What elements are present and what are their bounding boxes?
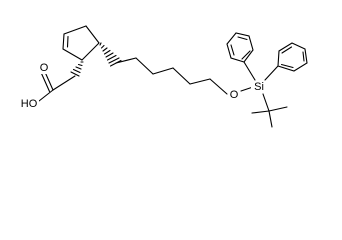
chain-bond [172, 67, 191, 85]
carbonyl-bond-second [40, 72, 51, 93]
ether-oxygen-label: O [230, 89, 239, 101]
ring-bond [85, 25, 100, 44]
chain-bond [189, 78, 211, 85]
stereo-hash-left [70, 61, 84, 77]
si-quaternary-carbon-bond [262, 93, 270, 112]
silyl-ether-group: O Si [228, 80, 267, 101]
hydroxyl-label: HO [21, 98, 38, 110]
ch2-bond [52, 75, 76, 91]
aromatic-inner-bond [281, 46, 293, 54]
hexyl-chain [115, 57, 228, 95]
hash-line [108, 57, 120, 64]
hash-line [103, 49, 111, 55]
molecule-drawing: O HO O S [19, 25, 308, 128]
tert-butyl-group [251, 93, 288, 128]
si-phenyl-bond [243, 61, 256, 81]
hash-line [100, 44, 105, 49]
carboxyl-c-oh-bond [38, 89, 54, 102]
hash-line [105, 52, 114, 58]
phenyl-hexagon [277, 42, 308, 72]
aromatic-inner-bond [302, 51, 305, 62]
phenyl-ring-right [264, 42, 308, 81]
hash-line [99, 42, 102, 46]
aromatic-inner-bond [241, 50, 251, 60]
cyclopentene-ring [62, 25, 100, 61]
methyl-bond [268, 106, 288, 112]
chain-bond [135, 57, 154, 75]
hash-line [106, 54, 117, 61]
phenyl-hexagon [226, 32, 254, 63]
hash-line [72, 68, 81, 74]
ring-bond [81, 42, 100, 61]
aromatic-inner-bond [230, 44, 235, 56]
ring-double-bond-inner [66, 35, 69, 48]
ring-bond [63, 25, 87, 35]
aromatic-inner-bond [280, 63, 294, 69]
methyl-bond [268, 110, 273, 128]
aromatic-inner-bond [237, 36, 248, 41]
acetic-acid-group: O HO [19, 61, 76, 110]
chain-bond [115, 57, 137, 64]
silicon-label: Si [254, 81, 264, 93]
si-phenyl-bond [264, 65, 279, 81]
phenyl-ring-left [226, 32, 256, 81]
ring-double-bond-outer [62, 33, 65, 50]
carbonyl-oxygen-label: O [40, 62, 49, 74]
ring-bond [62, 48, 83, 61]
chain-bond [152, 67, 174, 75]
methyl-bond [251, 110, 270, 114]
hash-line [102, 47, 108, 52]
carbonyl-bond [44, 71, 54, 91]
chemical-structure-canvas: O HO O S [19, 25, 308, 128]
hash-line [70, 71, 80, 77]
chain-bond [209, 78, 228, 95]
hash-line [75, 66, 82, 70]
hash-line [77, 63, 83, 67]
